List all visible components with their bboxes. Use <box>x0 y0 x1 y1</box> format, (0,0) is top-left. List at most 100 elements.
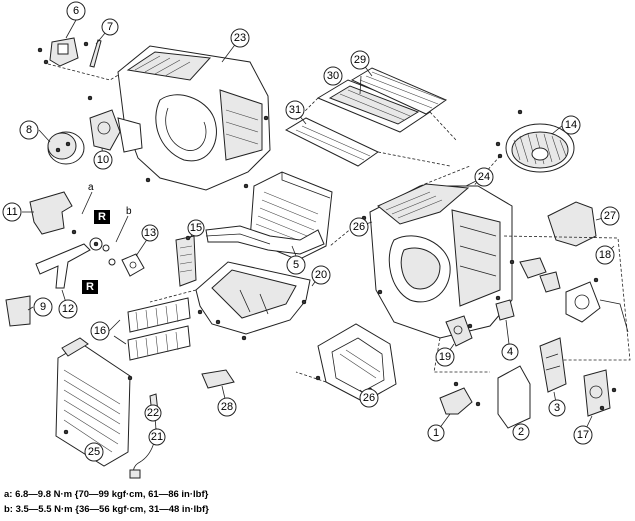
callout-10: 10 <box>93 150 113 170</box>
svg-text:15: 15 <box>190 222 202 234</box>
callout-16: 16 <box>90 321 110 341</box>
part-25-heater-core <box>55 337 133 467</box>
callout-21: 21 <box>148 428 166 446</box>
part-7-rod <box>89 39 102 68</box>
torque-letter-a: a <box>88 182 94 193</box>
part-3-actuator <box>539 337 567 393</box>
svg-text:5: 5 <box>293 259 299 271</box>
part-12-pipe <box>35 229 103 289</box>
part-26-duct-lower <box>315 323 397 403</box>
part-13-expansion-valve <box>102 244 145 277</box>
part-10-actuator <box>89 109 143 153</box>
svg-text:24: 24 <box>478 171 490 183</box>
part-29-filter-cover <box>350 67 448 115</box>
svg-text:23: 23 <box>234 32 246 44</box>
part-9-pad <box>5 295 31 327</box>
svg-text:6: 6 <box>73 5 79 17</box>
svg-text:4: 4 <box>507 346 513 358</box>
part-28-pad <box>201 369 235 389</box>
svg-text:12: 12 <box>62 303 74 315</box>
callout-26-upper: 26 <box>349 217 369 237</box>
callout-15: 15 <box>187 219 205 237</box>
callout-3: 3 <box>548 399 566 417</box>
callout-5: 5 <box>286 255 306 275</box>
callout-13: 13 <box>141 224 159 242</box>
callout-20: 20 <box>311 265 331 285</box>
part-31-filter-frame <box>284 117 379 167</box>
part-23-intake-housing <box>87 45 271 191</box>
callout-18: 18 <box>595 245 615 265</box>
svg-text:26: 26 <box>353 221 365 233</box>
svg-text:R: R <box>98 211 106 223</box>
replace-mark-r2: R <box>82 280 98 294</box>
svg-text:29: 29 <box>354 54 366 66</box>
callout-25: 25 <box>84 442 104 462</box>
svg-text:26: 26 <box>363 392 375 404</box>
assembly-guide-lines <box>149 165 490 383</box>
part-16-filters <box>127 297 191 361</box>
replace-mark-r1: R <box>94 210 110 224</box>
part-27-cover <box>547 201 597 247</box>
callout-8: 8 <box>19 120 39 140</box>
callout-17: 17 <box>573 425 593 445</box>
callout-11: 11 <box>2 202 22 222</box>
svg-text:7: 7 <box>107 21 113 33</box>
part-21-wire <box>129 413 157 479</box>
callout-29: 29 <box>350 50 370 70</box>
torque-leader-b <box>115 215 129 243</box>
svg-text:8: 8 <box>26 124 32 136</box>
torque-letter-b: b <box>126 206 132 217</box>
callout-27: 27 <box>600 206 620 226</box>
svg-text:28: 28 <box>221 401 233 413</box>
part-17-motor <box>583 369 617 417</box>
callout-28: 28 <box>217 397 237 417</box>
part-2-pad <box>497 365 531 429</box>
callout-19: 19 <box>435 347 455 367</box>
svg-text:20: 20 <box>315 269 327 281</box>
callout-4: 4 <box>501 343 519 361</box>
part-20-lower-case <box>195 261 311 341</box>
part-1-bracket <box>439 381 481 415</box>
svg-text:18: 18 <box>599 249 611 261</box>
callout-14: 14 <box>561 115 581 135</box>
svg-text:11: 11 <box>6 206 17 218</box>
svg-text:17: 17 <box>577 429 589 441</box>
svg-text:22: 22 <box>147 407 159 419</box>
svg-text:3: 3 <box>554 402 560 414</box>
svg-text:25: 25 <box>88 446 100 458</box>
part-14-blower-fan <box>469 109 575 191</box>
callout-2: 2 <box>512 423 530 441</box>
callout-6: 6 <box>66 1 86 21</box>
svg-text:19: 19 <box>439 351 451 363</box>
part-11-bracket <box>29 191 73 235</box>
callout-23: 23 <box>230 28 250 48</box>
svg-text:1: 1 <box>433 427 439 439</box>
callout-7: 7 <box>101 18 119 36</box>
callout-22: 22 <box>144 404 162 422</box>
torque-spec-b: b: 3.5—5.5 N·m {36—56 kgf·cm, 31—48 in·l… <box>4 504 209 515</box>
callout-12: 12 <box>58 299 78 319</box>
svg-text:9: 9 <box>40 301 46 313</box>
part-8-cap <box>47 131 85 165</box>
part-4-clip <box>495 299 515 321</box>
svg-text:R: R <box>86 281 94 293</box>
callout-31: 31 <box>285 100 305 120</box>
part-15-resistor <box>175 235 197 287</box>
svg-text:14: 14 <box>565 119 577 131</box>
torque-spec-a: a: 6.8—9.8 N·m {70—99 kgf·cm, 61—86 in·l… <box>4 489 209 500</box>
part-19-actuator <box>445 315 473 347</box>
callout-26-lower: 26 <box>359 388 379 408</box>
part-18-link-assembly <box>503 235 631 361</box>
svg-text:31: 31 <box>289 104 301 116</box>
part-30-filter-frame <box>316 79 432 133</box>
svg-text:27: 27 <box>604 210 616 222</box>
svg-text:10: 10 <box>97 154 109 166</box>
part-24-main-case <box>361 183 513 339</box>
svg-text:30: 30 <box>327 70 339 82</box>
callout-1: 1 <box>427 424 445 442</box>
part-5-pipe <box>205 225 325 255</box>
torque-leader-a <box>81 191 93 215</box>
callout-24: 24 <box>474 167 494 187</box>
svg-text:21: 21 <box>151 431 163 443</box>
